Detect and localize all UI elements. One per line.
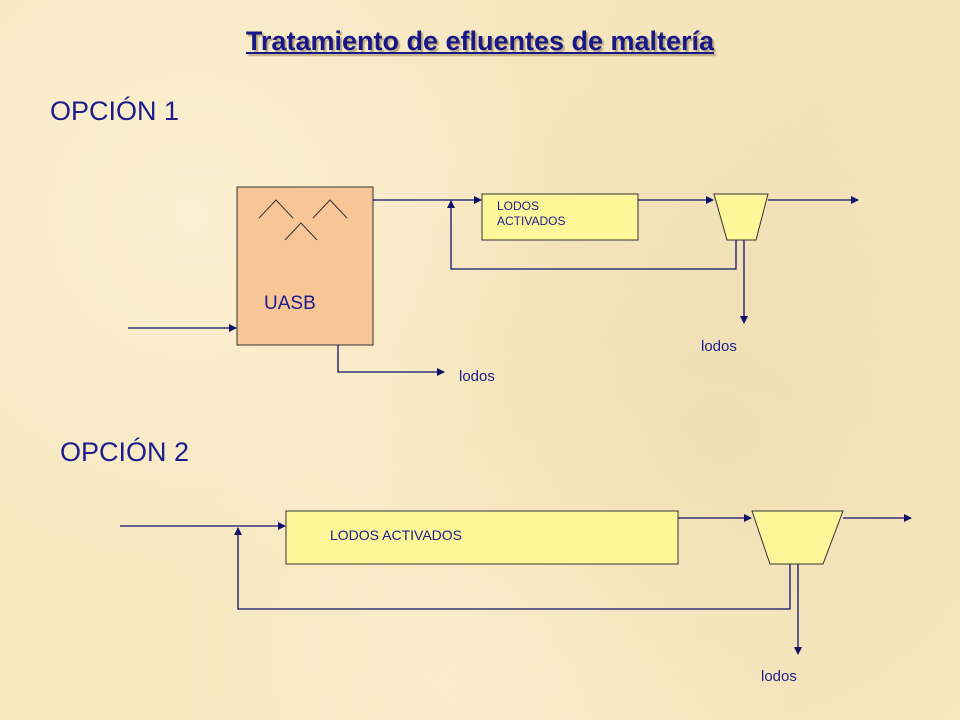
page-title: Tratamiento de efluentes de maltería	[245, 26, 715, 56]
settler-1-sludge-label: lodos	[701, 338, 737, 355]
uasb-hood	[258, 199, 294, 219]
activated-sludge-label-2: LODOS ACTIVADOS	[330, 527, 462, 543]
settler-1	[713, 193, 769, 241]
uasb-reactor	[236, 186, 374, 346]
activated-sludge-tank-2	[285, 510, 679, 565]
settler-2-sludge-label: lodos	[761, 668, 797, 685]
activated-sludge-label-1-line2: ACTIVADOS	[497, 214, 566, 228]
option-1-diagram	[128, 186, 859, 376]
uasb-sludge-label: lodos	[459, 368, 495, 385]
uasb-hood	[284, 222, 318, 241]
uasb-label: UASB	[264, 293, 316, 314]
option-2-diagram	[120, 510, 912, 655]
recycle-arrow-2	[234, 527, 791, 610]
option-1-heading: OPCIÓN 1	[50, 96, 180, 126]
activated-sludge-label-1-line1: LODOS	[497, 199, 540, 213]
uasb-sludge-arrow	[337, 345, 445, 376]
recycle-arrow-1	[447, 200, 737, 270]
option-2-heading: OPCIÓN 2	[60, 437, 190, 467]
settler-2	[751, 510, 844, 565]
activated-sludge-tank-1	[481, 193, 639, 241]
activated-sludge-label-1: LODOS ACTIVADOS	[497, 199, 627, 229]
uasb-hood	[312, 199, 348, 219]
